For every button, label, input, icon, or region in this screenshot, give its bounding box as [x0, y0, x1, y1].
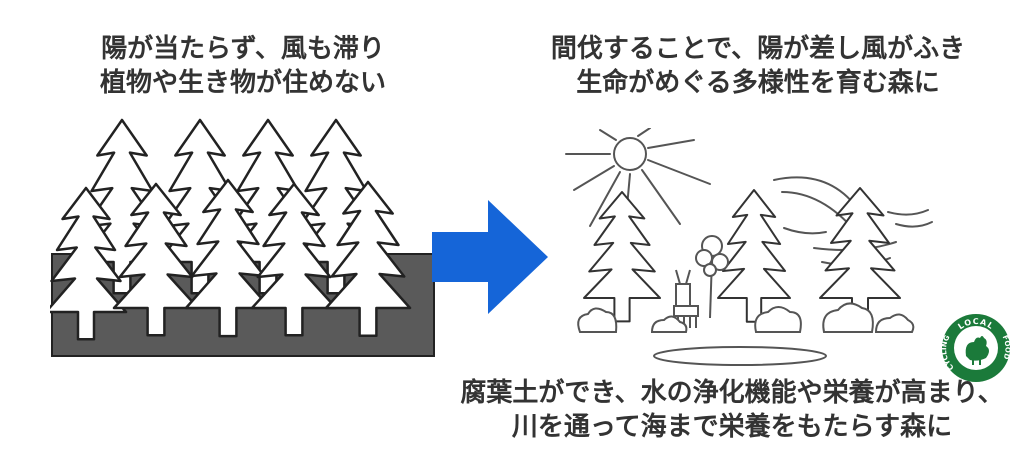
- badge-right-text: FOOD: [1001, 334, 1012, 360]
- thinned-tree-group: [583, 187, 901, 324]
- bush-group: [577, 302, 915, 333]
- river-pond: [653, 346, 827, 366]
- thinned-forest-caption-line1: 間伐することで、陽が差し風がふき: [550, 34, 966, 64]
- dense-forest-illustration: [50, 118, 435, 357]
- conifer-tree: [250, 182, 338, 337]
- dense-tree-group: [50, 118, 412, 341]
- local-food-cycling-badge: LOCAL FOOD CYCLING: [940, 314, 1012, 382]
- rooster-icon: [965, 336, 989, 365]
- conifer-tree: [50, 186, 128, 341]
- right-arrow-icon: [432, 200, 548, 314]
- conifer-tree: [324, 180, 412, 337]
- nutrient-cycle-caption: 腐葉土ができ、水の浄化機能や栄養が高まり、 川を通って海まで栄養をもたらす森に: [440, 376, 1024, 444]
- dense-forest-caption: 陽が当たらず、風も滞り 植物や生き物が住めない: [38, 32, 448, 100]
- nutrient-cycle-caption-line2: 川を通って海まで栄養をもたらす森に: [511, 412, 953, 442]
- svg-text:FOOD: FOOD: [1001, 334, 1012, 360]
- thinned-forest-caption-line2: 生命がめぐる多様性を育む森に: [576, 68, 940, 98]
- dense-forest-caption-line2: 植物や生き物が住めない: [99, 68, 386, 98]
- conifer-tree: [583, 191, 661, 323]
- dense-forest-caption-line1: 陽が当たらず、風も滞り: [101, 34, 385, 64]
- sun-icon: [565, 128, 711, 241]
- conifer-tree: [717, 189, 791, 323]
- thinned-forest-illustration: [565, 128, 933, 366]
- thinned-forest-caption: 間伐することで、陽が差し風がふき 生命がめぐる多様性を育む森に: [508, 32, 1008, 100]
- svg-text:LOCAL: LOCAL: [956, 317, 995, 331]
- conifer-tree: [112, 182, 200, 337]
- nutrient-cycle-caption-line1: 腐葉土ができ、水の浄化機能や栄養が高まり、: [460, 378, 1004, 408]
- badge-top-text: LOCAL: [956, 317, 994, 331]
- small-leafy-tree: [695, 235, 729, 319]
- conifer-tree: [184, 178, 272, 338]
